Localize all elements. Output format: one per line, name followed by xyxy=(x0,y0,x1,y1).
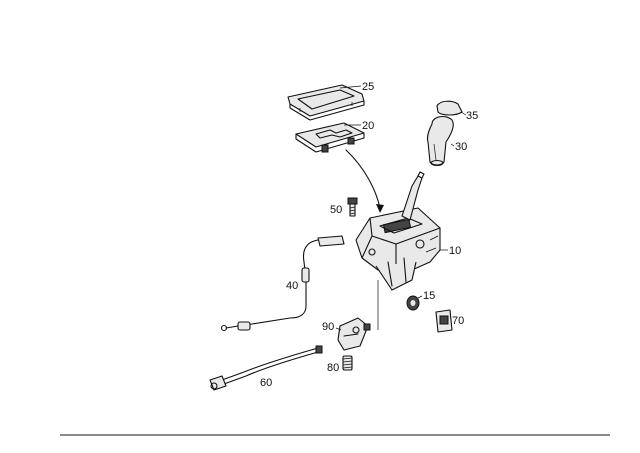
label-10: 10 xyxy=(449,245,461,257)
callout-20: 20 xyxy=(344,120,374,132)
part-25-trim-frame xyxy=(287,84,365,121)
label-50: 50 xyxy=(330,204,342,216)
part-90-clip: 70 xyxy=(435,309,464,333)
label-35: 35 xyxy=(466,110,478,122)
label-20: 20 xyxy=(362,120,374,132)
part-10-shifter-housing: 10 xyxy=(355,171,461,330)
label-25: 25 xyxy=(362,81,374,93)
callout-25: 25 xyxy=(339,81,374,93)
part-30-shift-knob: 30 xyxy=(426,115,467,167)
label-40: 40 xyxy=(286,280,298,292)
label-60: 60 xyxy=(260,377,272,389)
label-15: 15 xyxy=(423,290,435,302)
label-90: 70 xyxy=(452,315,464,327)
part-70-bracket: 90 xyxy=(322,317,371,351)
part-50-bolt: 50 xyxy=(330,197,358,217)
part-80-spring: 80 xyxy=(327,355,353,374)
part-60-rod: 60 xyxy=(209,345,323,391)
label-30: 30 xyxy=(455,141,467,153)
label-70: 90 xyxy=(322,321,334,333)
part-15-bushing: 15 xyxy=(406,290,435,311)
part-35-knob-cap: 35 xyxy=(436,100,478,122)
part-40-cable: 40 xyxy=(220,235,345,332)
label-80: 80 xyxy=(327,362,339,374)
part-20-gate-plate xyxy=(295,122,365,153)
assembly-arrow xyxy=(345,149,384,213)
